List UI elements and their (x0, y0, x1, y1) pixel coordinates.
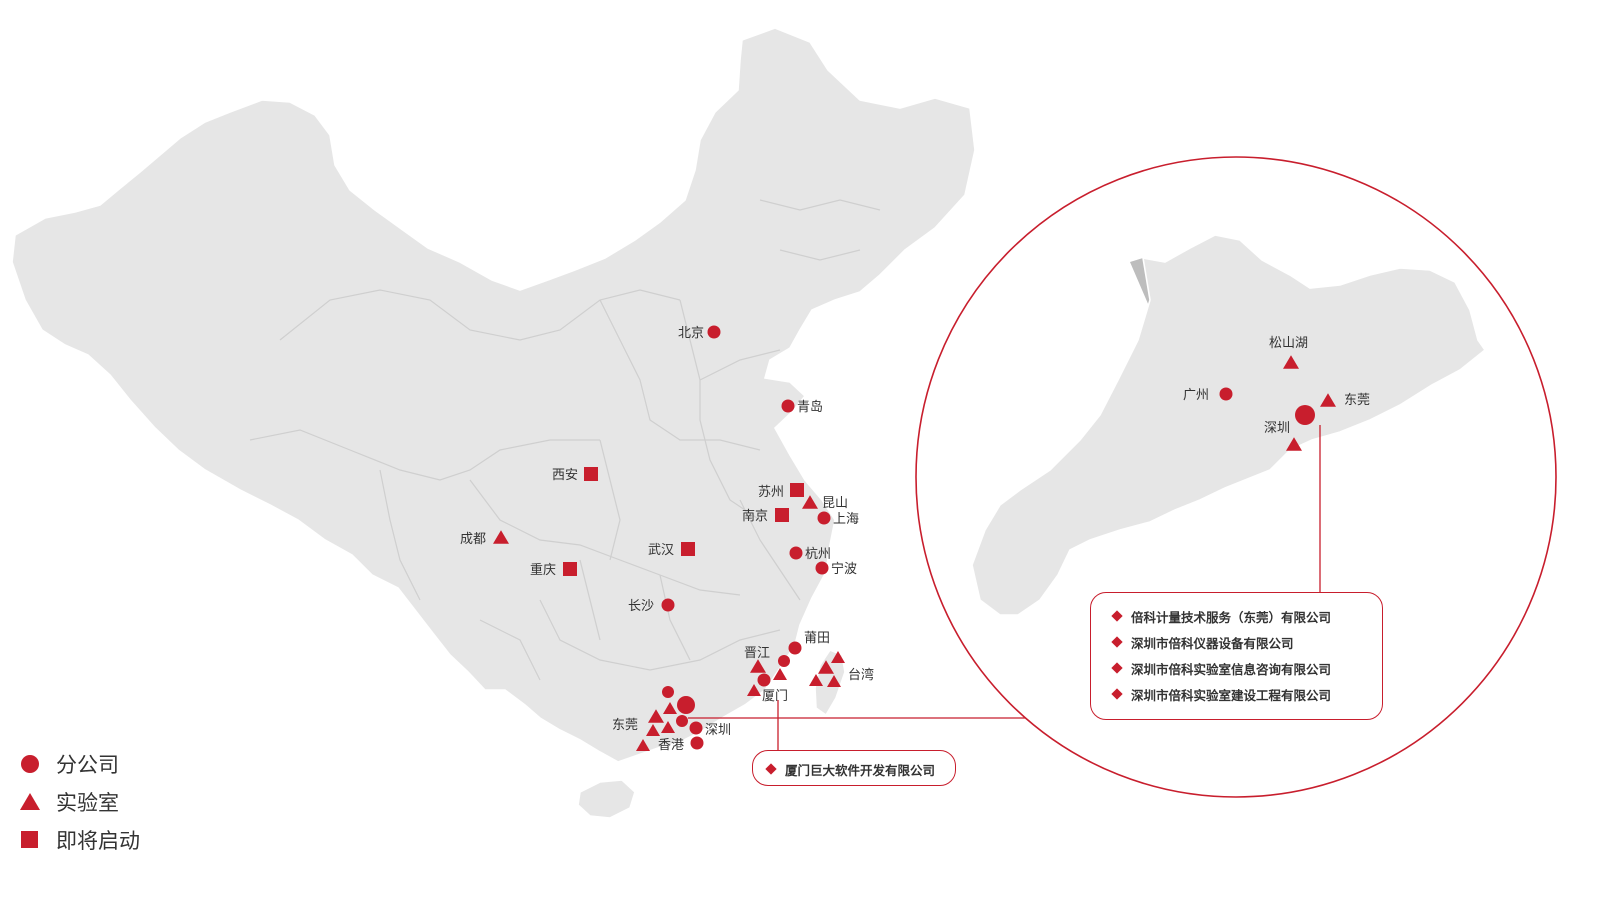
company-name: 倍科计量技术服务（东莞）有限公司 (1131, 609, 1332, 625)
inset-label-guangzhou: 广州 (1183, 388, 1209, 403)
city-label-taiwan: 台湾 (848, 667, 874, 683)
square-marker-icon (775, 508, 789, 522)
legend-item-lab: 实验室 (20, 783, 140, 821)
diamond-bullet-icon (1111, 688, 1123, 700)
city-label-shenzhen: 深圳 (705, 723, 731, 738)
circle-marker-icon (677, 696, 695, 714)
city-label-suzhou: 苏州 (758, 484, 784, 500)
guangdong-province (971, 234, 1487, 616)
circle-marker-icon (676, 715, 688, 727)
city-label-nanjing: 南京 (742, 508, 768, 524)
triangle-marker-icon (663, 702, 677, 714)
city-label-wuhan: 武汉 (648, 543, 674, 558)
square-marker-icon (584, 467, 598, 481)
triangle-marker-icon (20, 792, 40, 812)
triangle-marker-icon (661, 721, 675, 733)
city-label-xian: 西安 (552, 468, 578, 483)
triangle-marker-icon (747, 684, 761, 696)
company-row: 厦门巨大软件开发有限公司 (765, 756, 941, 782)
circle-marker-icon (1219, 387, 1233, 401)
company-name: 深圳市倍科仪器设备有限公司 (1131, 635, 1294, 651)
city-label-chongqing: 重庆 (530, 562, 556, 578)
inset-label-songshanhu: 松山湖 (1269, 336, 1308, 351)
company-name: 深圳市倍科实验室建设工程有限公司 (1131, 687, 1332, 703)
city-label-qingdao: 青岛 (797, 399, 823, 415)
company-row: 倍科计量技术服务（东莞）有限公司 (1111, 603, 1382, 629)
legend-item-coming-soon: 即将启动 (20, 821, 140, 859)
square-marker-icon (20, 830, 40, 850)
city-label-hongkong: 香港 (658, 738, 684, 753)
triangle-marker-icon (1320, 393, 1336, 407)
city-label-changsha: 长沙 (628, 599, 654, 614)
triangle-marker-icon (1283, 355, 1299, 369)
hainan-island (577, 779, 636, 819)
legend-label: 实验室 (56, 791, 119, 815)
diamond-bullet-icon (765, 763, 777, 775)
city-label-ningbo: 宁波 (831, 561, 857, 577)
city-label-putian: 莆田 (804, 631, 830, 646)
company-row: 深圳市倍科实验室信息咨询有限公司 (1111, 655, 1382, 681)
inset-label-shenzhen: 深圳 (1264, 421, 1290, 436)
triangle-marker-icon (648, 709, 664, 723)
legend-label: 即将启动 (56, 829, 140, 853)
triangle-marker-icon (818, 660, 834, 674)
circle-marker-icon (20, 754, 40, 774)
triangle-marker-icon (636, 739, 650, 751)
triangle-marker-icon (827, 675, 841, 687)
city-label-chengdu: 成都 (460, 532, 486, 547)
city-label-hangzhou: 杭州 (805, 547, 831, 562)
china-mainland (11, 27, 976, 763)
diamond-bullet-icon (1111, 610, 1123, 622)
zoom-circle (915, 156, 1557, 798)
circle-marker-icon (781, 399, 795, 413)
circle-marker-icon (690, 736, 704, 750)
xiamen-company-box: 厦门巨大软件开发有限公司 (752, 750, 956, 786)
circle-marker-icon (757, 673, 771, 687)
company-name: 厦门巨大软件开发有限公司 (785, 762, 936, 778)
legend: 分公司 实验室 即将启动 (20, 745, 140, 859)
triangle-marker-icon (646, 724, 660, 736)
triangle-marker-icon (802, 495, 818, 509)
square-marker-icon (790, 483, 804, 497)
triangle-marker-icon (809, 674, 823, 686)
circle-marker-icon (778, 655, 790, 667)
circle-marker-icon (817, 511, 831, 525)
diamond-bullet-icon (1111, 662, 1123, 674)
city-label-shanghai: 上海 (833, 512, 859, 527)
circle-marker-icon (707, 325, 721, 339)
triangle-marker-icon (1286, 437, 1302, 451)
city-label-xiamen: 厦门 (762, 689, 788, 704)
province-borders (249, 199, 881, 681)
city-label-dongguan: 东莞 (612, 718, 638, 733)
city-label-beijing: 北京 (678, 326, 704, 341)
circle-marker-icon (815, 561, 829, 575)
circle-marker-icon (1295, 405, 1315, 425)
shenzhen-companies-box: 倍科计量技术服务（东莞）有限公司 深圳市倍科仪器设备有限公司 深圳市倍科实验室信… (1090, 592, 1383, 720)
square-marker-icon (563, 562, 577, 576)
circle-marker-icon (689, 721, 703, 735)
circle-marker-icon (661, 598, 675, 612)
company-row: 深圳市倍科实验室建设工程有限公司 (1111, 681, 1382, 707)
triangle-marker-icon (750, 659, 766, 673)
company-row: 深圳市倍科仪器设备有限公司 (1111, 629, 1382, 655)
company-name: 深圳市倍科实验室信息咨询有限公司 (1131, 661, 1332, 677)
square-marker-icon (681, 542, 695, 556)
triangle-marker-icon (831, 651, 845, 663)
circle-marker-icon (788, 641, 802, 655)
city-label-kunshan: 昆山 (822, 496, 848, 511)
diamond-bullet-icon (1111, 636, 1123, 648)
city-label-jinjiang: 晋江 (744, 646, 770, 661)
city-markers: 北京青岛西安苏州昆山南京上海成都武汉杭州重庆宁波长沙莆田晋江台湾厦门东莞深圳香港… (460, 325, 1370, 753)
triangle-marker-icon (493, 530, 509, 544)
legend-label: 分公司 (56, 753, 119, 777)
triangle-marker-icon (773, 668, 787, 680)
legend-item-branch: 分公司 (20, 745, 140, 783)
circle-marker-icon (789, 546, 803, 560)
circle-marker-icon (662, 686, 674, 698)
inset-label-dongguan: 东莞 (1344, 393, 1370, 408)
